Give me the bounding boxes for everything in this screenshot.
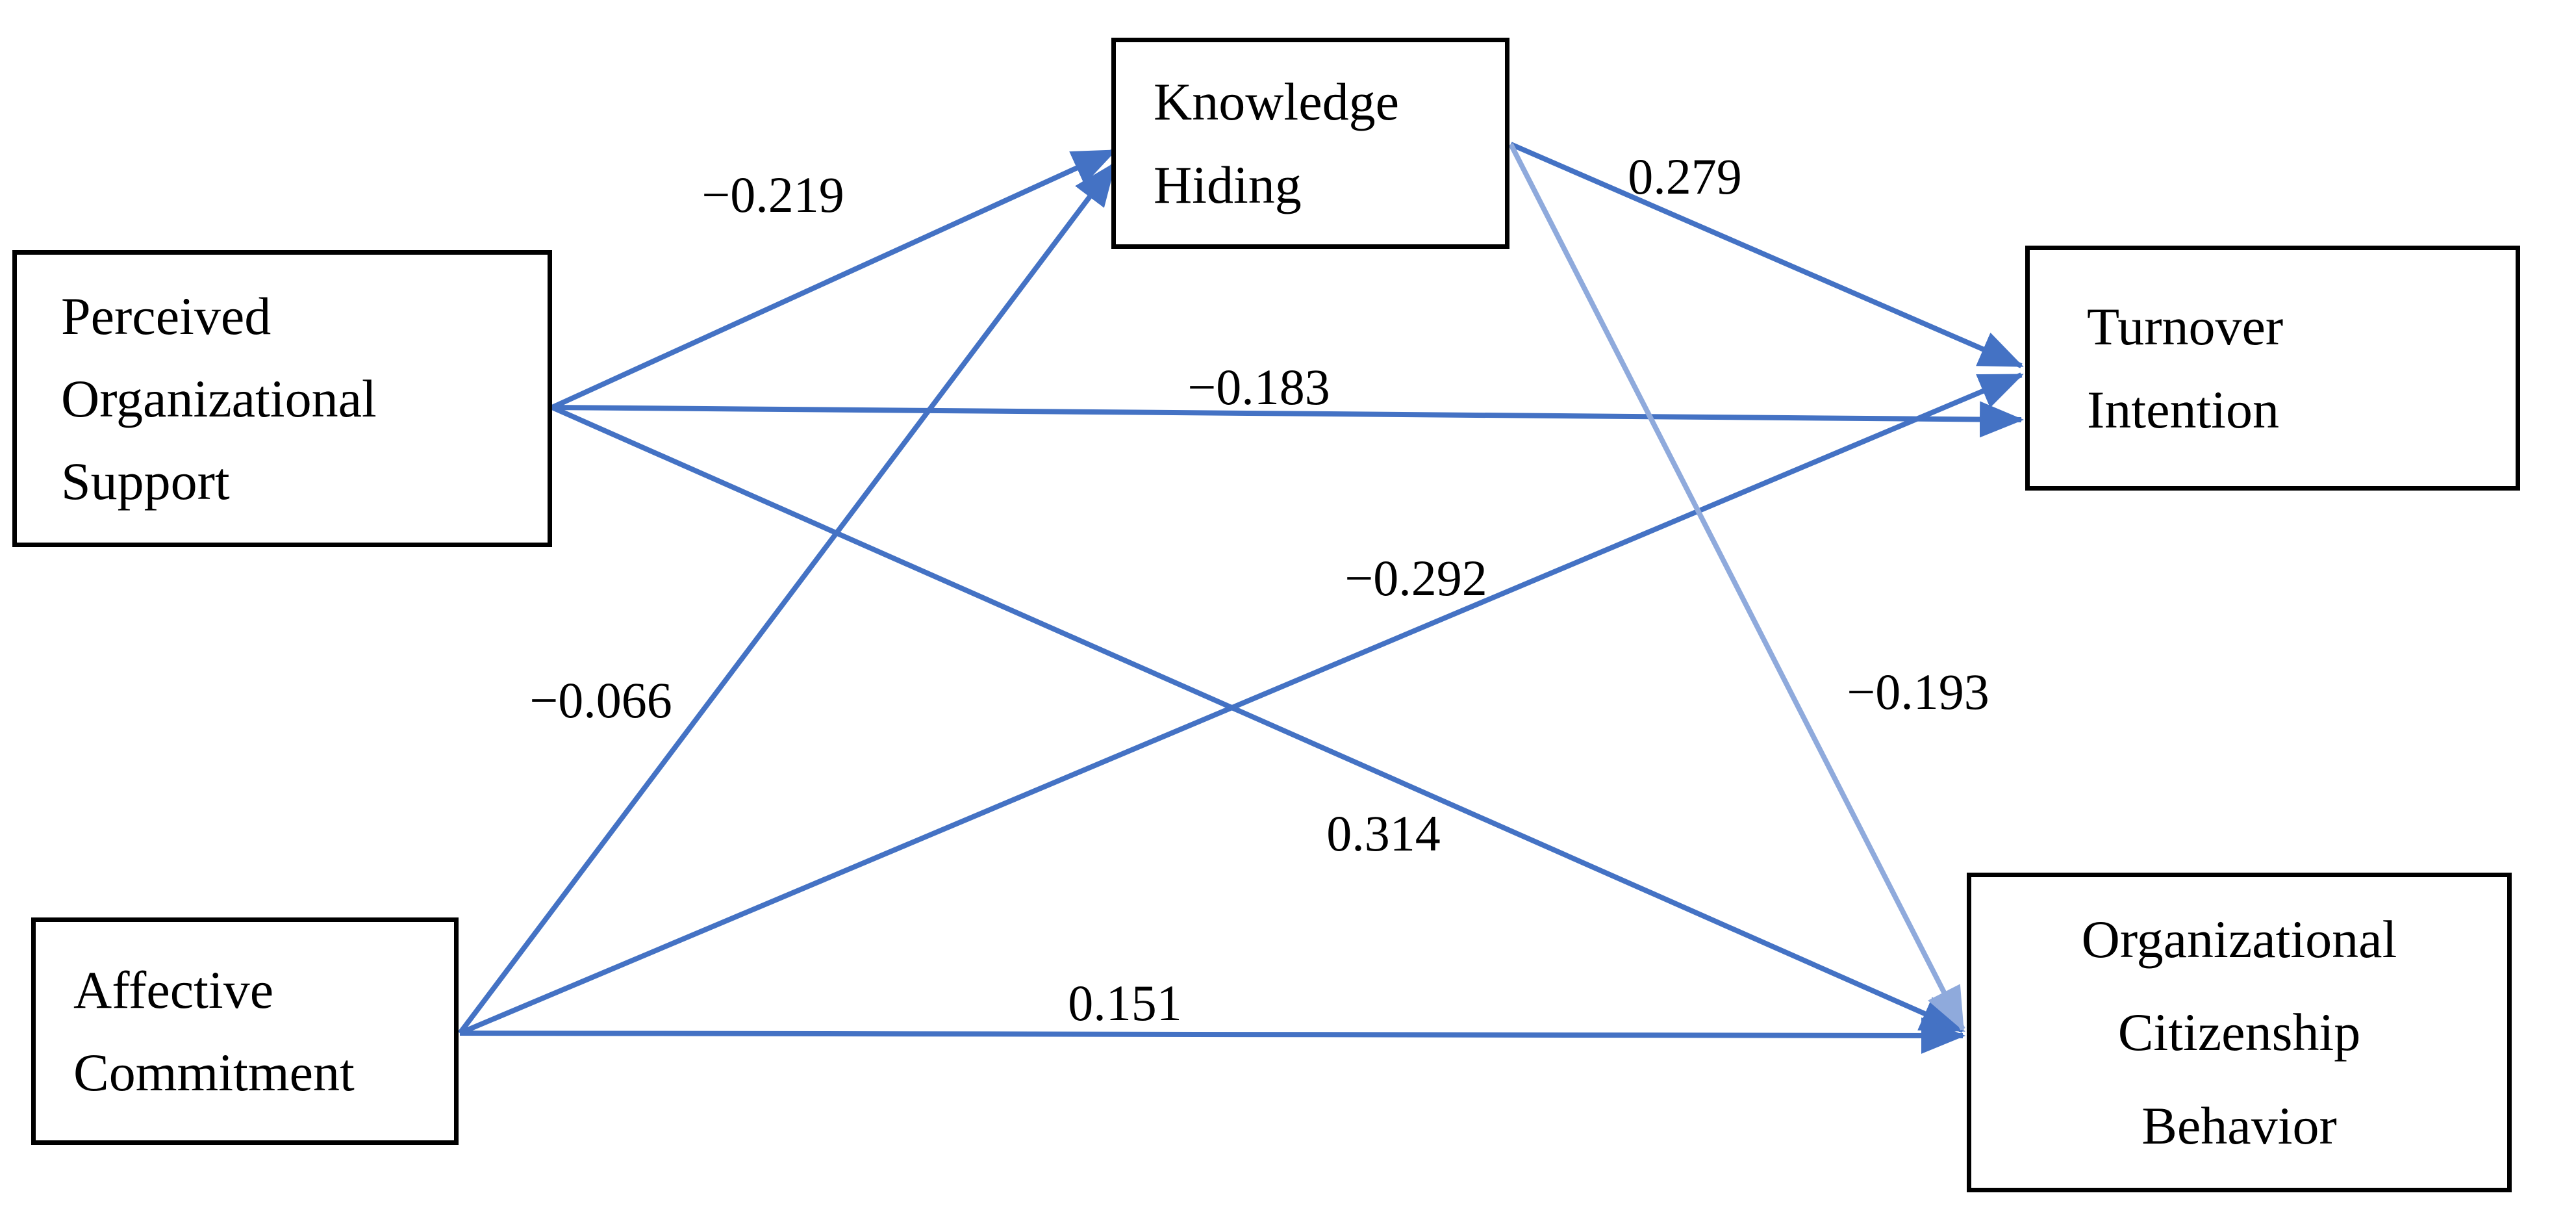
path-arrow-ac-ti bbox=[459, 372, 2024, 1036]
path-arrow-kh-ocb bbox=[1508, 143, 1965, 1032]
path-coefficient-ac-ocb: 0.151 bbox=[1068, 975, 1182, 1031]
node-label-line: Organizational bbox=[2081, 909, 2397, 969]
node-label-line: Support bbox=[61, 452, 230, 511]
path-coefficient-kh-ocb: −0.193 bbox=[1847, 663, 1989, 720]
path-arrow-pos-kh bbox=[551, 148, 1117, 410]
node-label-line: Commitment bbox=[73, 1043, 355, 1102]
node-label-line: Citizenship bbox=[2117, 1003, 2361, 1062]
path-arrow-pos-ocb bbox=[551, 405, 1965, 1033]
path-coefficient-pos-ti: −0.183 bbox=[1187, 359, 1330, 415]
path-arrow-pos-ti bbox=[551, 401, 2024, 438]
path-coefficient-ac-ti: −0.292 bbox=[1345, 550, 1487, 606]
node-turnover-intention: Turnover Intention bbox=[2025, 246, 2520, 491]
node-organizational-citizenship-behavior: Organizational Citizenship Behavior bbox=[1967, 873, 2512, 1192]
path-coefficient-ac-kh: −0.066 bbox=[529, 672, 672, 728]
node-label-line: Hiding bbox=[1154, 155, 1302, 214]
path-coefficient-kh-ti: 0.279 bbox=[1628, 148, 1742, 205]
path-arrow-kh-ti bbox=[1509, 142, 2024, 368]
path-coefficient-pos-ocb: 0.314 bbox=[1326, 805, 1441, 862]
node-label-line: Organizational bbox=[61, 368, 377, 428]
node-label-line: Behavior bbox=[2141, 1095, 2337, 1155]
node-label-line: Intention bbox=[2087, 379, 2280, 439]
path-arrow-ac-kh bbox=[457, 161, 1117, 1035]
node-affective-commitment: Affective Commitment bbox=[31, 917, 459, 1145]
path-arrow-ac-ocb bbox=[459, 1017, 1965, 1054]
node-label-line: Turnover bbox=[2087, 297, 2284, 357]
node-knowledge-hiding: Knowledge Hiding bbox=[1111, 38, 1509, 249]
path-coefficient-pos-kh: −0.219 bbox=[701, 166, 844, 223]
node-perceived-organizational-support: Perceived Organizational Support bbox=[12, 250, 552, 547]
node-label-line: Knowledge bbox=[1154, 72, 1400, 132]
node-label-line: Affective bbox=[73, 960, 274, 1019]
node-label-line: Perceived bbox=[61, 286, 271, 346]
